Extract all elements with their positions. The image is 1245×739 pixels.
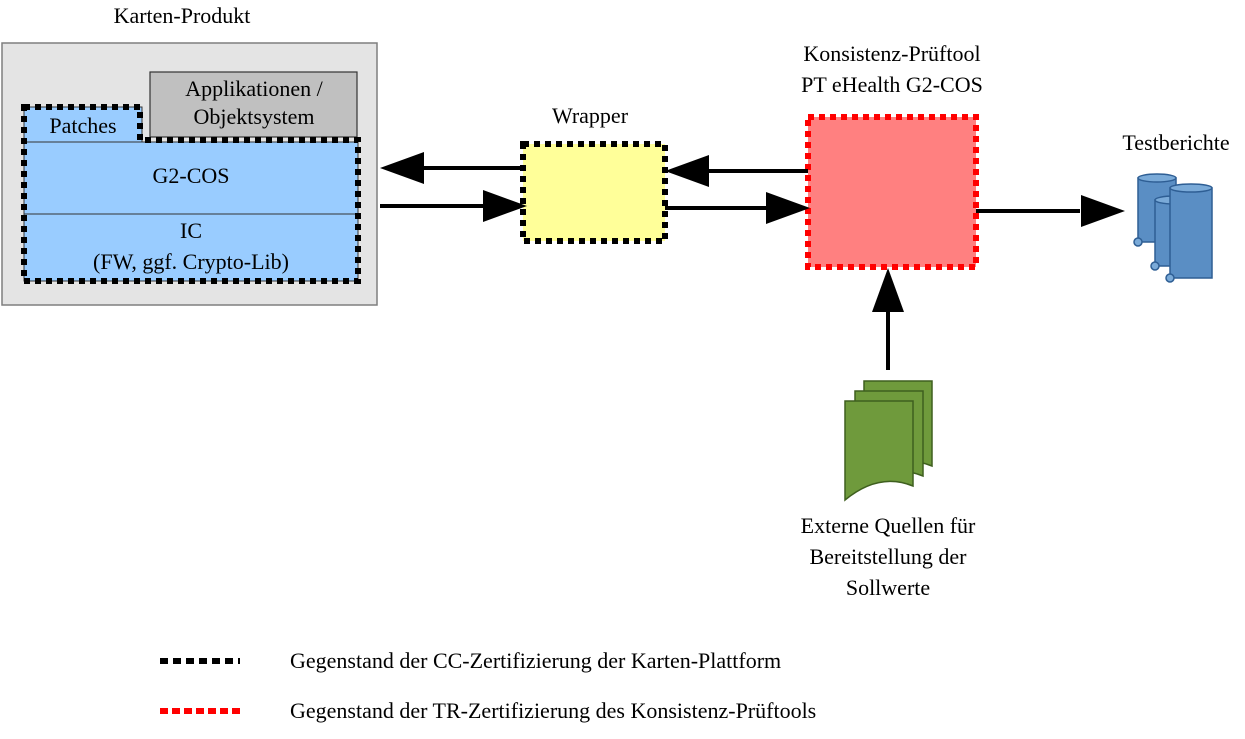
sources-label-line2: Bereitstellung der [809,544,967,569]
pruftool-box [805,114,979,270]
reports-label: Testberichte [1122,130,1229,155]
g2-cos-label: G2-COS [152,163,229,188]
card-product-title: Karten-Produkt [114,3,251,28]
applications-box [149,71,358,138]
sources-label-line1: Externe Quellen für [801,513,976,538]
legend-cc-label: Gegenstand der CC-Zertifizierung der Kar… [290,648,781,673]
ic-label-line2: (FW, ggf. Crypto-Lib) [93,249,289,274]
arrow-pruftool-to-reports [976,195,1125,227]
applications-label-line1: Applikationen / [185,76,323,101]
arrow-wrapper-to-pruftool [665,192,810,224]
patches-label: Patches [49,113,116,138]
report-scrolls-icon [1133,173,1213,283]
cc-certification-boundary [21,104,361,284]
arrow-wrapper-to-card [380,152,523,184]
legend-tr-label: Gegenstand der TR-Zertifizierung des Kon… [290,698,816,723]
g2-cos-box [23,141,359,215]
wrapper-box [520,141,668,244]
applications-label-line2: Objektsystem [194,104,315,129]
arrow-sources-to-pruftool [872,268,904,370]
ic-label-line1: IC [180,218,202,243]
arrow-card-to-wrapper [380,190,527,222]
document-stack-icon [844,380,933,502]
ic-box [23,213,359,282]
pruftool-label-line2: PT eHealth G2-COS [801,72,983,97]
sources-label-line3: Sollwerte [846,575,930,600]
wrapper-label: Wrapper [552,103,629,128]
pruftool-label-line1: Konsistenz-Prüftool [803,41,980,66]
arrow-pruftool-to-wrapper [665,155,808,187]
